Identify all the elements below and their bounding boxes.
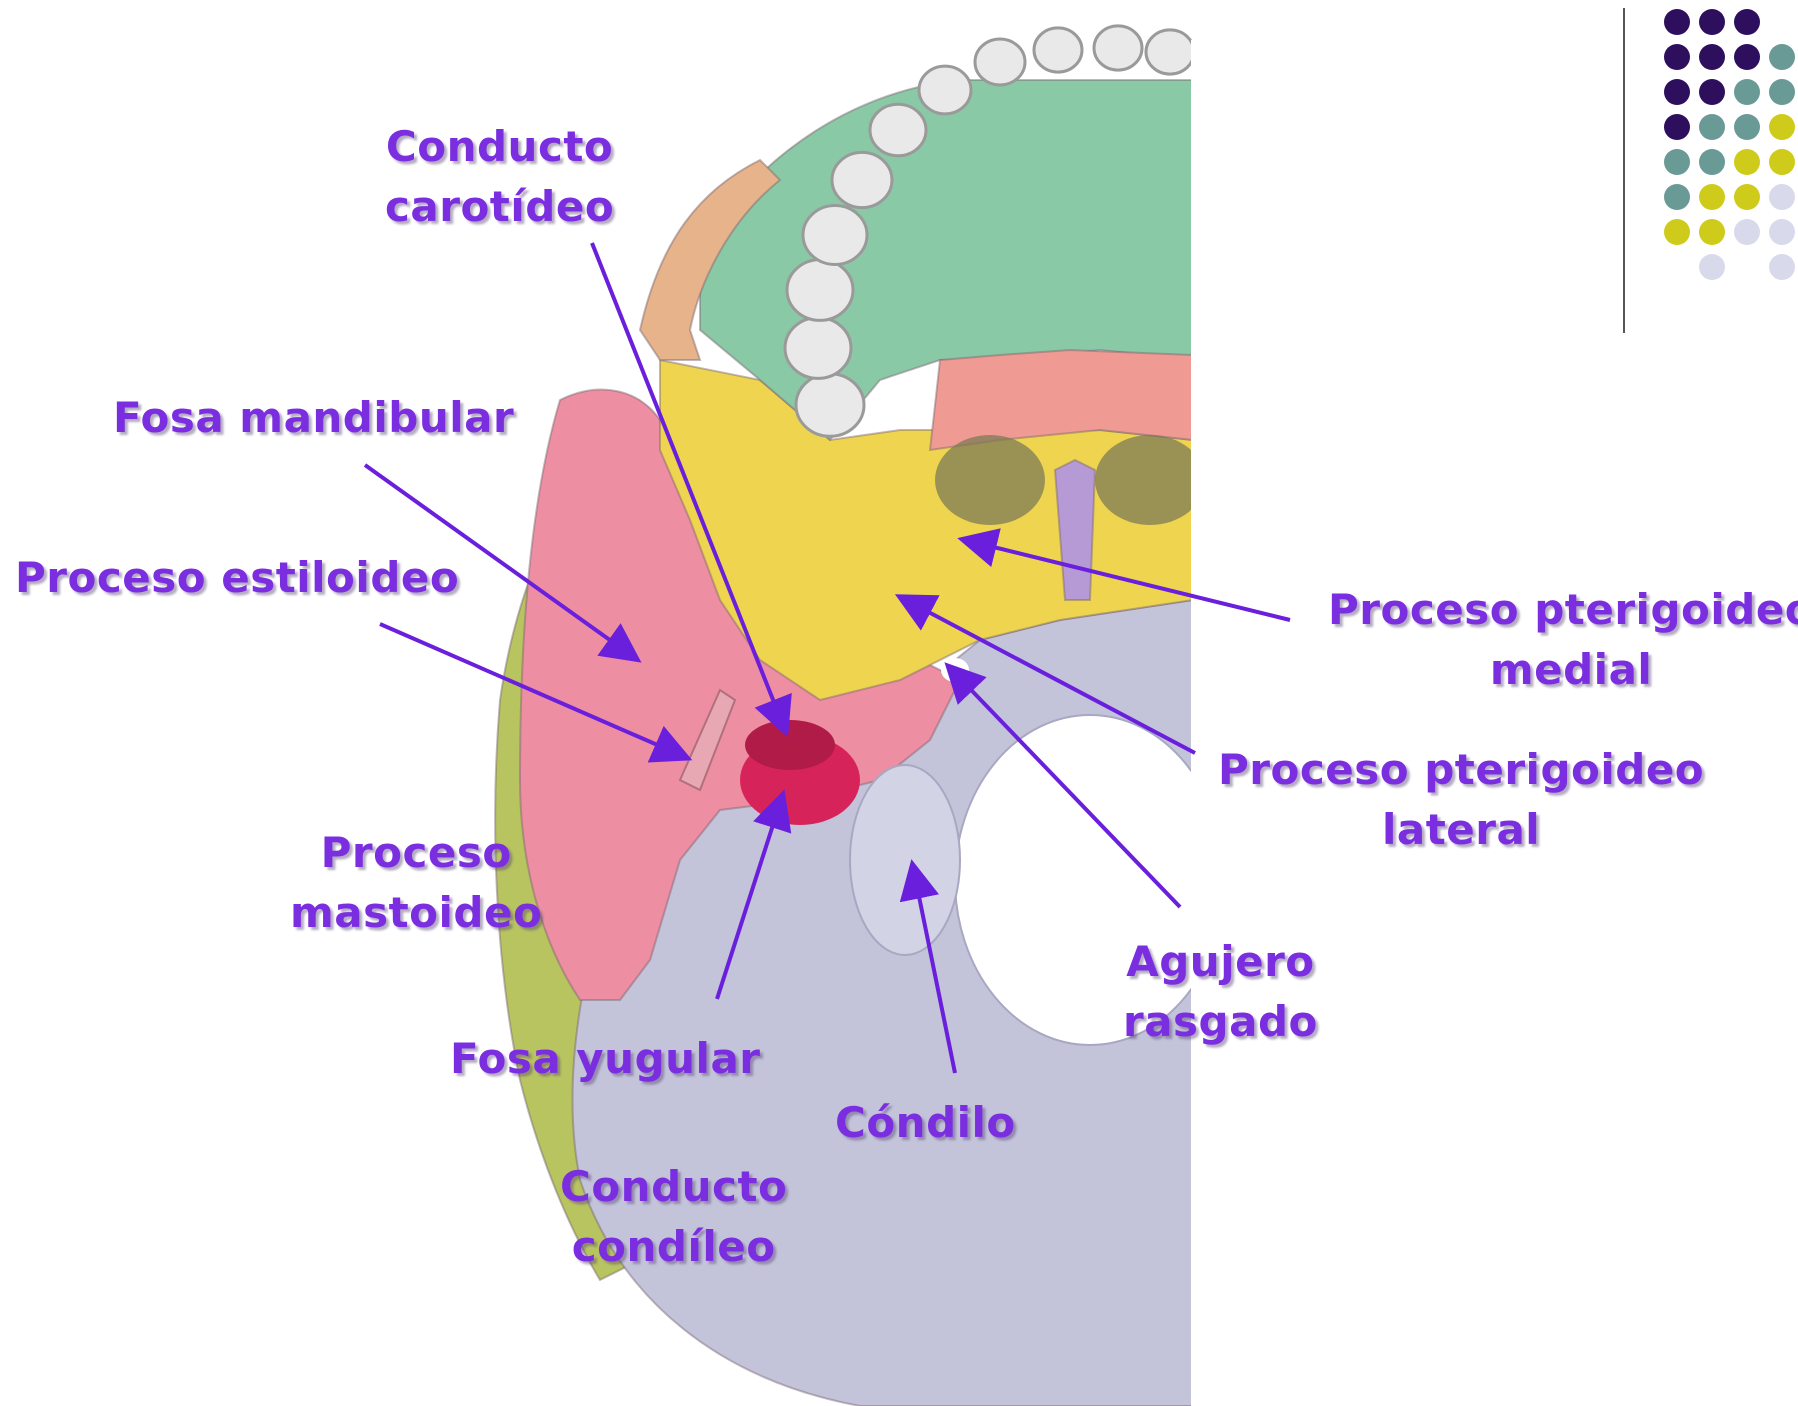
label-conducto-carotideo: Conducto carotídeo bbox=[385, 117, 614, 237]
label-proceso-pterigoideo-lateral: Proceso pterigoideo lateral bbox=[1218, 740, 1704, 860]
decorative-dot bbox=[1769, 184, 1795, 210]
label-fosa-yugular: Fosa yugular bbox=[450, 1029, 761, 1089]
decorative-dot bbox=[1699, 9, 1725, 35]
decorative-dot bbox=[1734, 184, 1760, 210]
label-line: rasgado bbox=[1123, 992, 1318, 1052]
decorative-dot bbox=[1769, 254, 1795, 280]
decorative-dot bbox=[1664, 184, 1690, 210]
decorative-dot bbox=[1664, 219, 1690, 245]
tooth bbox=[785, 318, 851, 379]
label-line: Proceso pterigoideo bbox=[1218, 740, 1704, 800]
label-line: mastoideo bbox=[290, 883, 542, 943]
choana bbox=[935, 435, 1045, 525]
decorative-dot bbox=[1769, 149, 1795, 175]
decorative-dot bbox=[1734, 79, 1760, 105]
decorative-dot bbox=[1734, 149, 1760, 175]
label-proceso-mastoideo: Proceso mastoideo bbox=[290, 823, 542, 943]
decorative-dot bbox=[1664, 9, 1690, 35]
carotid-canal bbox=[745, 720, 835, 770]
occipital-condyle bbox=[850, 765, 960, 955]
decorative-dot bbox=[1769, 219, 1795, 245]
label-line: Proceso pterigoideo bbox=[1328, 580, 1798, 640]
decorative-dot bbox=[1664, 114, 1690, 140]
label-agujero-rasgado: Agujero rasgado bbox=[1123, 932, 1318, 1052]
decorative-dot bbox=[1769, 44, 1795, 70]
decorative-dot bbox=[1769, 79, 1795, 105]
label-proceso-pterigoideo-medial: Proceso pterigoideo medial bbox=[1328, 580, 1798, 700]
decorative-dot bbox=[1699, 254, 1725, 280]
label-conducto-condileo: Conducto condíleo bbox=[560, 1157, 787, 1277]
label-line: carotídeo bbox=[385, 177, 614, 237]
decorative-dot bbox=[1734, 114, 1760, 140]
decorative-dot bbox=[1734, 44, 1760, 70]
tooth bbox=[796, 374, 864, 437]
label-line: Conducto bbox=[385, 117, 614, 177]
label-line: lateral bbox=[1218, 800, 1704, 860]
decorative-dot bbox=[1734, 9, 1760, 35]
decorative-dot bbox=[1664, 44, 1690, 70]
decorative-dot bbox=[1699, 114, 1725, 140]
decorative-dot bbox=[1699, 149, 1725, 175]
decorative-dot bbox=[1769, 114, 1795, 140]
decorative-dot bbox=[1699, 184, 1725, 210]
label-line: Conducto bbox=[560, 1157, 787, 1217]
label-fosa-mandibular: Fosa mandibular bbox=[113, 388, 514, 448]
foramen-lacerum bbox=[941, 658, 969, 682]
label-proceso-estiloideo: Proceso estiloideo bbox=[15, 548, 459, 608]
decorative-dot bbox=[1699, 219, 1725, 245]
decorative-dot bbox=[1699, 79, 1725, 105]
label-line: condíleo bbox=[560, 1217, 787, 1277]
label-line: medial bbox=[1328, 640, 1798, 700]
decorative-dot bbox=[1664, 79, 1690, 105]
dot-grid-divider bbox=[1623, 8, 1625, 333]
label-line: Agujero bbox=[1123, 932, 1318, 992]
choana bbox=[1095, 435, 1205, 525]
decorative-dot bbox=[1699, 44, 1725, 70]
label-line: Proceso bbox=[290, 823, 542, 883]
label-condilo: Cóndilo bbox=[835, 1093, 1016, 1153]
decorative-dot bbox=[1734, 219, 1760, 245]
decorative-dot bbox=[1664, 149, 1690, 175]
decorative-dot-grid bbox=[0, 0, 1798, 300]
